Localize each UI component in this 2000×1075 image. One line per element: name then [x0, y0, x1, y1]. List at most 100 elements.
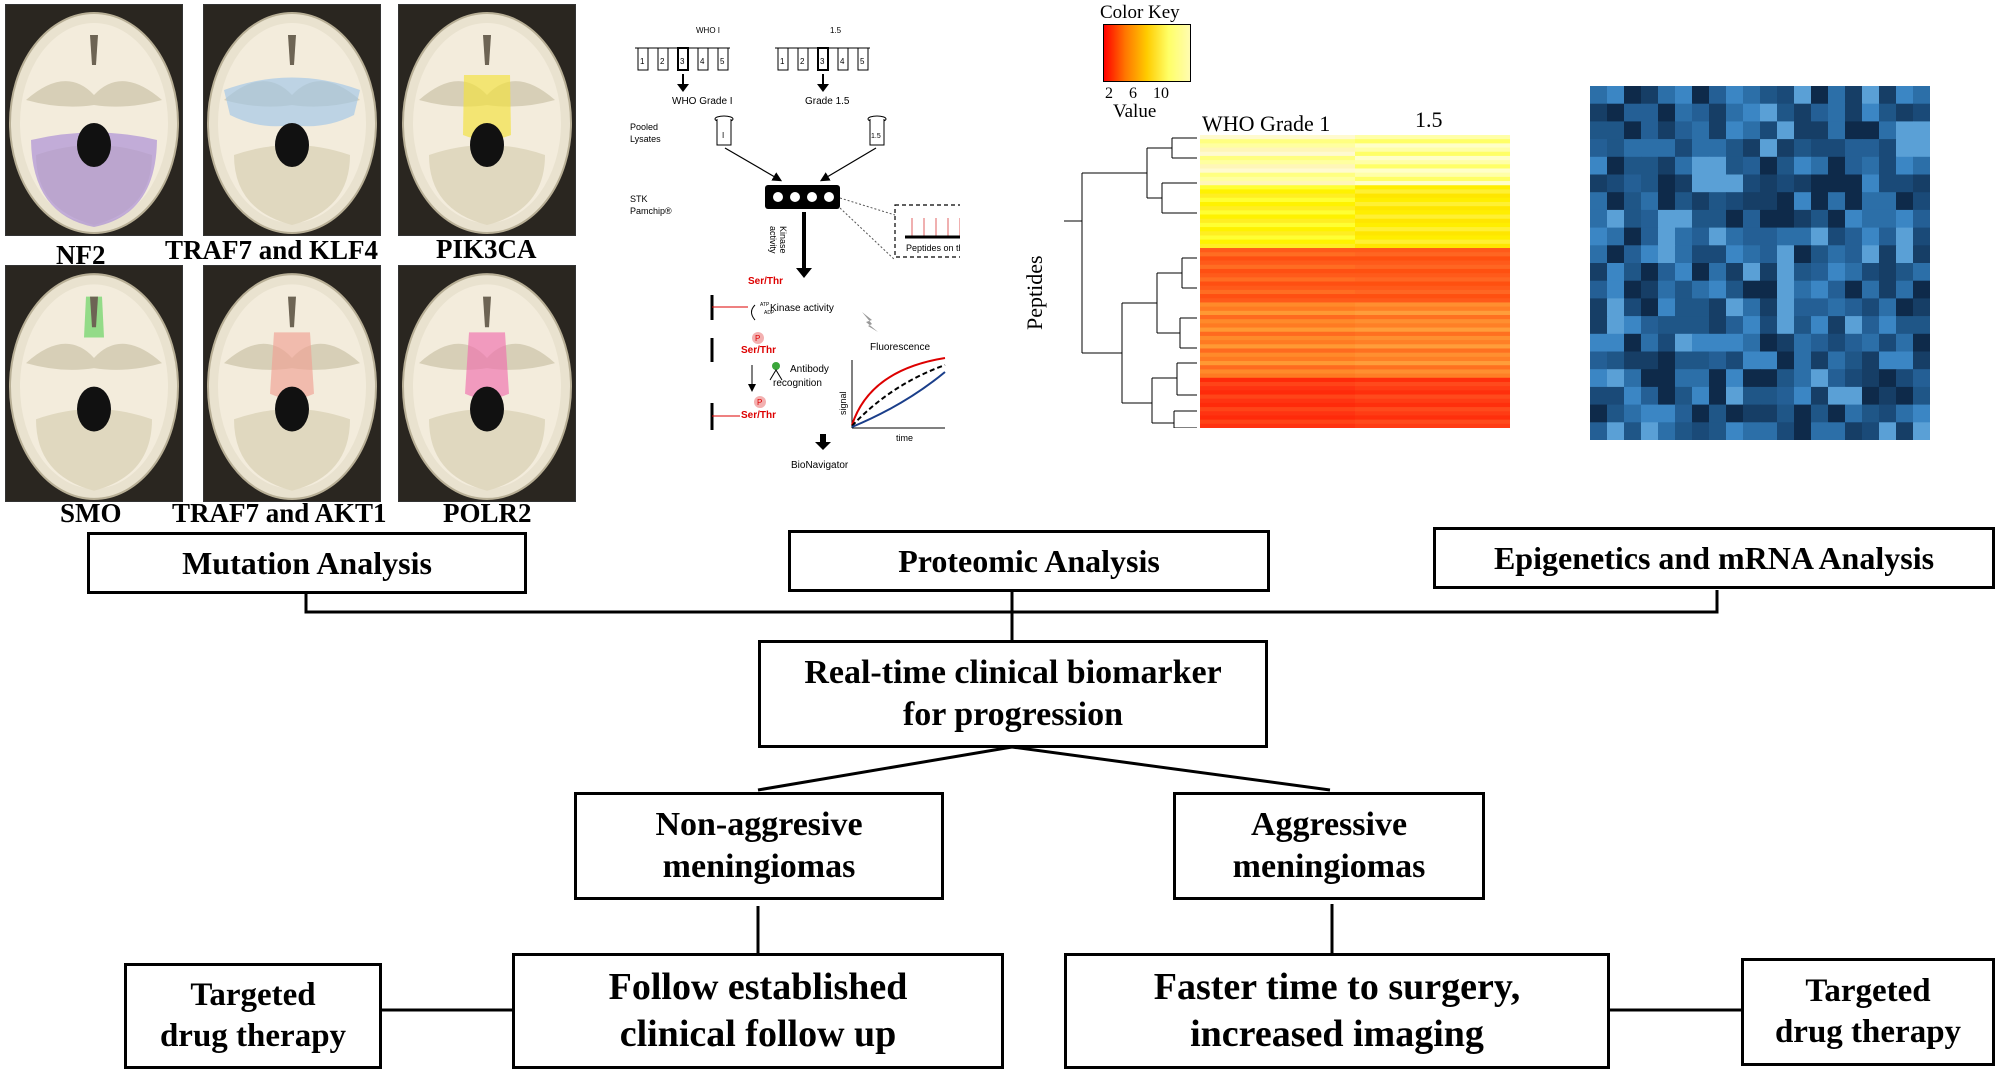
skull-image-pik3ca — [398, 4, 576, 236]
slide-num-3: 3 — [680, 57, 685, 66]
tube-right-label: 1.5 — [871, 133, 881, 140]
slide-num-r2: 2 — [800, 57, 805, 66]
down-arrow-icon — [815, 434, 831, 450]
targeted-therapy-right-box: Targeted drug therapy — [1741, 958, 1995, 1066]
phospho-p-label-2: P — [757, 398, 762, 407]
grade15-label: Grade 1.5 — [805, 96, 850, 107]
aggressive-box: Aggressive meningiomas — [1173, 792, 1485, 900]
non-aggressive-box: Non-aggresive meningiomas — [574, 792, 944, 900]
targeted-right-line-2: drug therapy — [1774, 1014, 1962, 1050]
down-arrow-icon — [817, 74, 829, 92]
targeted-therapy-left-box: Targeted drug therapy — [124, 963, 382, 1069]
tube-right-icon — [867, 115, 887, 146]
non-aggressive-line-2: meningiomas — [662, 848, 856, 885]
fluorescence-signal-plot — [851, 357, 946, 429]
peptides-chip-label: Peptides on the chip — [906, 243, 960, 253]
antibody-icon — [772, 362, 780, 370]
faster-surgery-box: Faster time to surgery, increased imagin… — [1064, 953, 1610, 1069]
color-key-tick-10: 10 — [1153, 85, 1169, 102]
peptide-dendrogram — [1064, 137, 1197, 428]
lightning-icon — [862, 312, 878, 332]
follow-up-line-2: clinical follow up — [619, 1013, 897, 1055]
slide-num-1: 1 — [640, 57, 645, 66]
skull-image-traf7-klf4 — [203, 4, 381, 236]
down-arrow-icon — [677, 74, 689, 92]
slides-left — [635, 47, 730, 71]
color-key-tick-2: 2 — [1105, 85, 1113, 102]
skull-label-pik3ca: PIK3CA — [436, 234, 537, 264]
targeted-left-line-2: drug therapy — [159, 1018, 347, 1054]
skull-label-nf2: NF2 — [56, 240, 106, 270]
pamchip-workflow-diagram: WHO I 1.5 1 2 3 4 5 1 2 3 4 5 WHO Grade … — [630, 26, 960, 471]
faster-surgery-line-2: increased imaging — [1190, 1013, 1484, 1055]
epigenetics-mrna-label: Epigenetics and mRNA Analysis — [1493, 540, 1935, 576]
recognition-label: recognition — [773, 378, 822, 389]
skull-image-polr2 — [398, 265, 576, 502]
proteomic-analysis-label: Proteomic Analysis — [898, 543, 1160, 579]
proteomic-analysis-box: Proteomic Analysis — [788, 530, 1270, 592]
epigenetics-blue-matrix — [1590, 86, 1930, 440]
ser-thr-2: Ser/Thr — [741, 345, 776, 356]
skull-label-polr2: POLR2 — [443, 498, 532, 528]
slide-num-5: 5 — [720, 57, 725, 66]
adp-label: ADP — [764, 310, 775, 316]
slides-right — [775, 47, 870, 71]
skull-image-smo — [5, 265, 183, 502]
grade-small-label: 1.5 — [830, 26, 842, 35]
heatmap-col-label-who1: WHO Grade 1 — [1202, 111, 1331, 136]
tube-left-label: I — [722, 131, 724, 140]
pamchip-chip — [765, 185, 840, 209]
antibody-label: Antibody — [790, 364, 829, 375]
slide-num-2: 2 — [660, 57, 665, 66]
biomarker-line-1: Real-time clinical biomarker — [804, 653, 1222, 691]
targeted-right-line-1: Targeted — [1805, 972, 1931, 1009]
epigenetics-mrna-box: Epigenetics and mRNA Analysis — [1433, 527, 1995, 589]
targeted-left-line-1: Targeted — [190, 976, 316, 1013]
skull-label-traf7-akt1: TRAF7 and AKT1 — [172, 498, 387, 528]
stk-label: STK — [630, 194, 648, 204]
aggressive-line-2: meningiomas — [1232, 848, 1426, 885]
skull-label-smo: SMO — [60, 498, 122, 528]
skull-label-traf7-klf4: TRAF7 and KLF4 — [165, 235, 379, 265]
slide-num-r4: 4 — [840, 57, 845, 66]
signal-axis-label: signal — [838, 391, 848, 415]
follow-up-line-1: Follow established — [608, 965, 908, 1008]
aggressive-line-1: Aggressive — [1250, 805, 1408, 843]
color-key-tick-6: 6 — [1129, 85, 1137, 102]
mutation-analysis-box: Mutation Analysis — [87, 532, 527, 594]
kinase-label: Kinase — [778, 226, 788, 254]
skull-image-traf7-akt1 — [203, 265, 381, 502]
tube-left-icon — [714, 115, 734, 146]
slide-num-4: 4 — [700, 57, 705, 66]
activity-label: activity — [768, 226, 778, 254]
who-grade-label: WHO Grade I — [672, 96, 733, 107]
pamchip-label: Pamchip® — [630, 206, 672, 216]
slide-num-r3: 3 — [820, 57, 825, 66]
skull-image-nf2 — [5, 4, 183, 236]
pooled-label: Pooled — [630, 122, 658, 132]
heatmap-col-label-15: 1.5 — [1415, 107, 1443, 132]
slide-num-r1: 1 — [780, 57, 785, 66]
mutation-analysis-label: Mutation Analysis — [182, 545, 432, 581]
color-key-title: Color Key — [1100, 2, 1180, 23]
color-key-value-label: Value — [1113, 101, 1157, 122]
fluorescence-label: Fluorescence — [870, 342, 930, 353]
ser-thr-1: Ser/Thr — [748, 276, 783, 287]
lysates-label: Lysates — [630, 134, 661, 144]
bionavigator-label: BioNavigator — [791, 460, 849, 471]
ser-thr-3: Ser/Thr — [741, 410, 776, 421]
who-small-label: WHO I — [696, 26, 720, 35]
time-axis-label: time — [896, 433, 913, 443]
faster-surgery-line-1: Faster time to surgery, — [1153, 965, 1521, 1008]
atp-label: ATP — [760, 302, 770, 308]
biomarker-line-2: for progression — [902, 696, 1124, 733]
color-key-bar — [1103, 24, 1191, 82]
slide-num-r5: 5 — [860, 57, 865, 66]
peptide-heatmap — [1200, 135, 1510, 428]
follow-up-box: Follow established clinical follow up — [512, 953, 1004, 1069]
biomarker-box: Real-time clinical biomarker for progres… — [758, 640, 1268, 748]
peptides-chip-inset — [894, 204, 960, 258]
non-aggressive-line-1: Non-aggresive — [655, 805, 863, 843]
kinase-activity-label: Kinase activity — [770, 303, 834, 314]
